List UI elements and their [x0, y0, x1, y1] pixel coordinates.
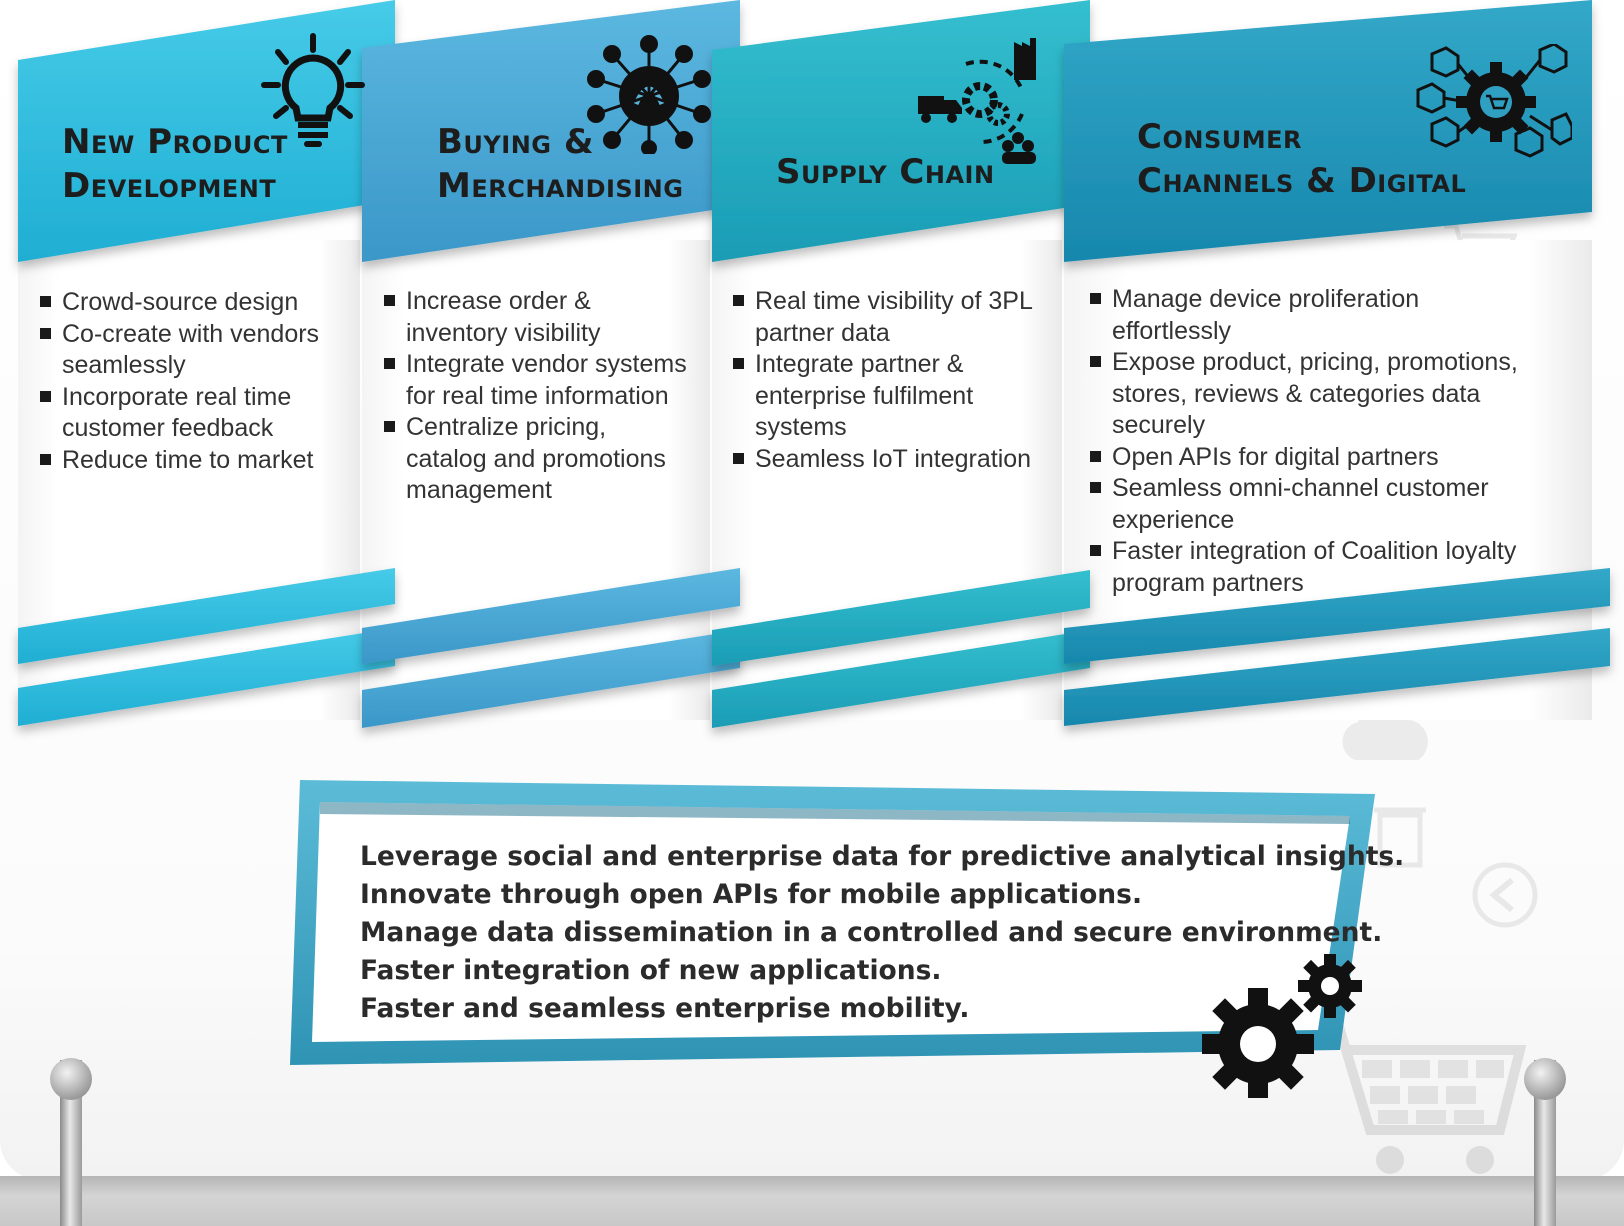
banner-line: Leverage social and enterprise data for …	[360, 841, 1405, 872]
list-item: Seamless IoT integration	[731, 444, 1046, 476]
bullet-list-new-product-development: Crowd-source design Co-create with vendo…	[38, 287, 338, 476]
banner-line: Innovate through open APIs for mobile ap…	[360, 879, 1143, 910]
bullet-list-buying-merchandising: Increase order & inventory visibility In…	[382, 286, 692, 507]
column-title-line: Consumer	[1137, 117, 1302, 157]
banner-line: Faster and seamless enterprise mobility.	[360, 993, 970, 1024]
floor-shadow	[0, 1176, 1624, 1226]
list-item: Incorporate real time customer feedback	[38, 382, 338, 445]
list-item: Integrate vendor systems for real time i…	[382, 349, 692, 412]
list-item: Increase order & inventory visibility	[382, 286, 692, 349]
right-pole-cap	[1524, 1058, 1566, 1100]
column-title-line: New Product	[62, 122, 288, 162]
background-shopping-cart-icon	[1300, 1025, 1527, 1174]
column-title-new-product-development: New Product Development	[62, 120, 288, 208]
gears-icon	[1202, 954, 1362, 1098]
list-item: Centralize pricing, catalog and promotio…	[382, 412, 692, 507]
network-hub-icon	[587, 35, 711, 154]
summary-banner-frame	[290, 780, 1375, 1065]
list-item: Open APIs for digital partners	[1088, 442, 1528, 474]
list-item: Manage device proliferation effortlessly	[1088, 284, 1528, 347]
banner-line: Manage data dissemination in a controlle…	[360, 917, 1383, 948]
summary-banner-text: Leverage social and enterprise data for …	[360, 838, 1405, 1028]
column-title-line: Supply Chain	[776, 152, 995, 192]
column-title-supply-chain: Supply Chain	[776, 150, 995, 194]
column-title-consumer-channels-digital: Consumer Channels & Digital	[1137, 115, 1466, 203]
right-support-pole	[1534, 1060, 1556, 1226]
lightbulb-icon	[261, 33, 365, 147]
column-title-line: Development	[62, 166, 277, 206]
column-title-line: Buying &	[437, 122, 594, 162]
left-pole-cap	[50, 1058, 92, 1100]
bullet-list-consumer-channels-digital: Manage device proliferation effortlessly…	[1088, 284, 1528, 599]
list-item: Crowd-source design	[38, 287, 338, 319]
list-item: Co-create with vendors seamlessly	[38, 319, 338, 382]
background-back-arrow-icon	[1472, 862, 1538, 928]
supply-chain-icon	[918, 38, 1036, 164]
left-support-pole	[60, 1060, 82, 1226]
column-title-line: Channels & Digital	[1137, 161, 1467, 201]
banner-line: Faster integration of new applications.	[360, 955, 942, 986]
ribbon-col-1	[18, 0, 395, 726]
column-title-line: Merchandising	[437, 166, 684, 206]
ribbon-col-2	[362, 0, 740, 728]
list-item: Seamless omni-channel customer experienc…	[1088, 473, 1528, 536]
list-item: Faster integration of Coalition loyalty …	[1088, 536, 1528, 599]
background-trash-icon	[1374, 807, 1426, 868]
list-item: Expose product, pricing, promotions, sto…	[1088, 347, 1528, 442]
column-title-buying-merchandising: Buying & Merchandising	[437, 120, 683, 208]
bullet-list-supply-chain: Real time visibility of 3PL partner data…	[731, 286, 1046, 475]
digital-channels-gear-icon	[1416, 44, 1572, 158]
list-item: Integrate partner & enterprise fulfilmen…	[731, 349, 1046, 444]
list-item: Reduce time to market	[38, 445, 338, 477]
list-item: Real time visibility of 3PL partner data	[731, 286, 1046, 349]
